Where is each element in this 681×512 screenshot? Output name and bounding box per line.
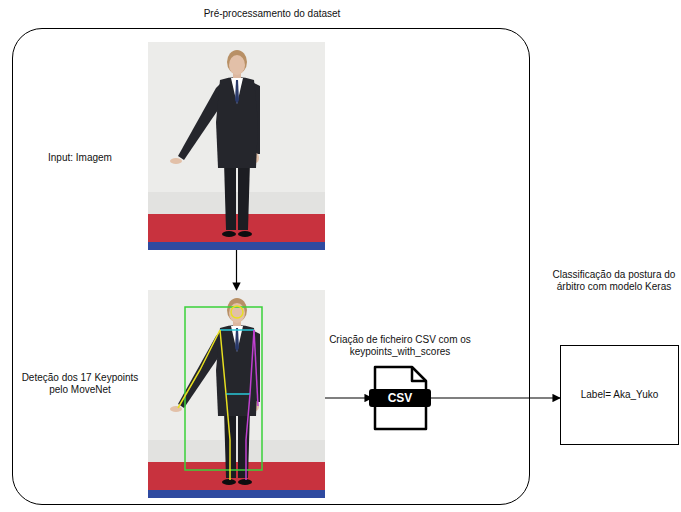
file-caption: Criação de ficheiro CSV com os keypoints… — [325, 334, 475, 358]
image-node: Input: Imagem — [148, 42, 325, 250]
file-node: Criação de ficheiro CSV com os keypoints… — [372, 365, 428, 431]
flow-arrow — [325, 397, 372, 398]
input-photo — [148, 42, 325, 250]
flow-arrow — [428, 397, 560, 398]
file-badge: CSV — [369, 389, 431, 407]
result-label: Label= Aka_Yuko — [561, 389, 678, 401]
image-node: Deteção dos 17 Keypoints pelo MoveNet — [148, 290, 325, 497]
image-label: Deteção dos 17 Keypoints pelo MoveNet — [16, 372, 144, 396]
image-label: Input: Imagem — [48, 152, 143, 164]
group-title: Pré-processamento do dataset — [13, 8, 531, 20]
result-box: Classificação da postura do árbitro com … — [560, 345, 679, 445]
keypoints-photo — [148, 290, 325, 498]
result-caption: Classificação da postura do árbitro com … — [548, 269, 680, 293]
group-frame: Pré-processamento do datasetInput: Image… — [12, 28, 530, 505]
flow-arrow — [236, 250, 237, 290]
